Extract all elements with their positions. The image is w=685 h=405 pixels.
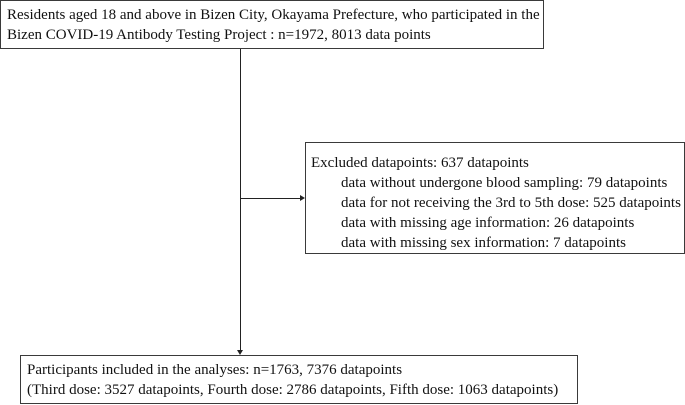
arrow-down-icon <box>237 350 243 355</box>
exclusion-branch-connector <box>240 198 301 200</box>
enrollment-text-line-2: Bizen COVID-19 Antibody Testing Project … <box>7 27 431 43</box>
exclusion-item: data for not receiving the 3rd to 5th do… <box>341 195 681 211</box>
exclusion-item: data with missing age information: 26 da… <box>341 215 635 231</box>
exclusion-item: data with missing sex information: 7 dat… <box>341 235 626 251</box>
enrollment-text-line-1: Residents aged 18 and above in Bizen Cit… <box>7 7 540 23</box>
exclusion-item: data without undergone blood sampling: 7… <box>341 175 668 191</box>
exclusion-title: Excluded datapoints: 637 datapoints <box>311 155 529 171</box>
analysis-box: Participants included in the analyses: n… <box>20 355 578 404</box>
analysis-text-line-1: Participants included in the analyses: n… <box>27 362 403 378</box>
arrow-right-icon <box>300 195 305 201</box>
enrollment-box: Residents aged 18 and above in Bizen Cit… <box>0 0 544 49</box>
exclusion-box: Excluded datapoints: 637 datapoints data… <box>305 142 685 254</box>
main-flow-connector <box>240 49 242 351</box>
analysis-text-line-2: (Third dose: 3527 datapoints, Fourth dos… <box>27 382 559 398</box>
